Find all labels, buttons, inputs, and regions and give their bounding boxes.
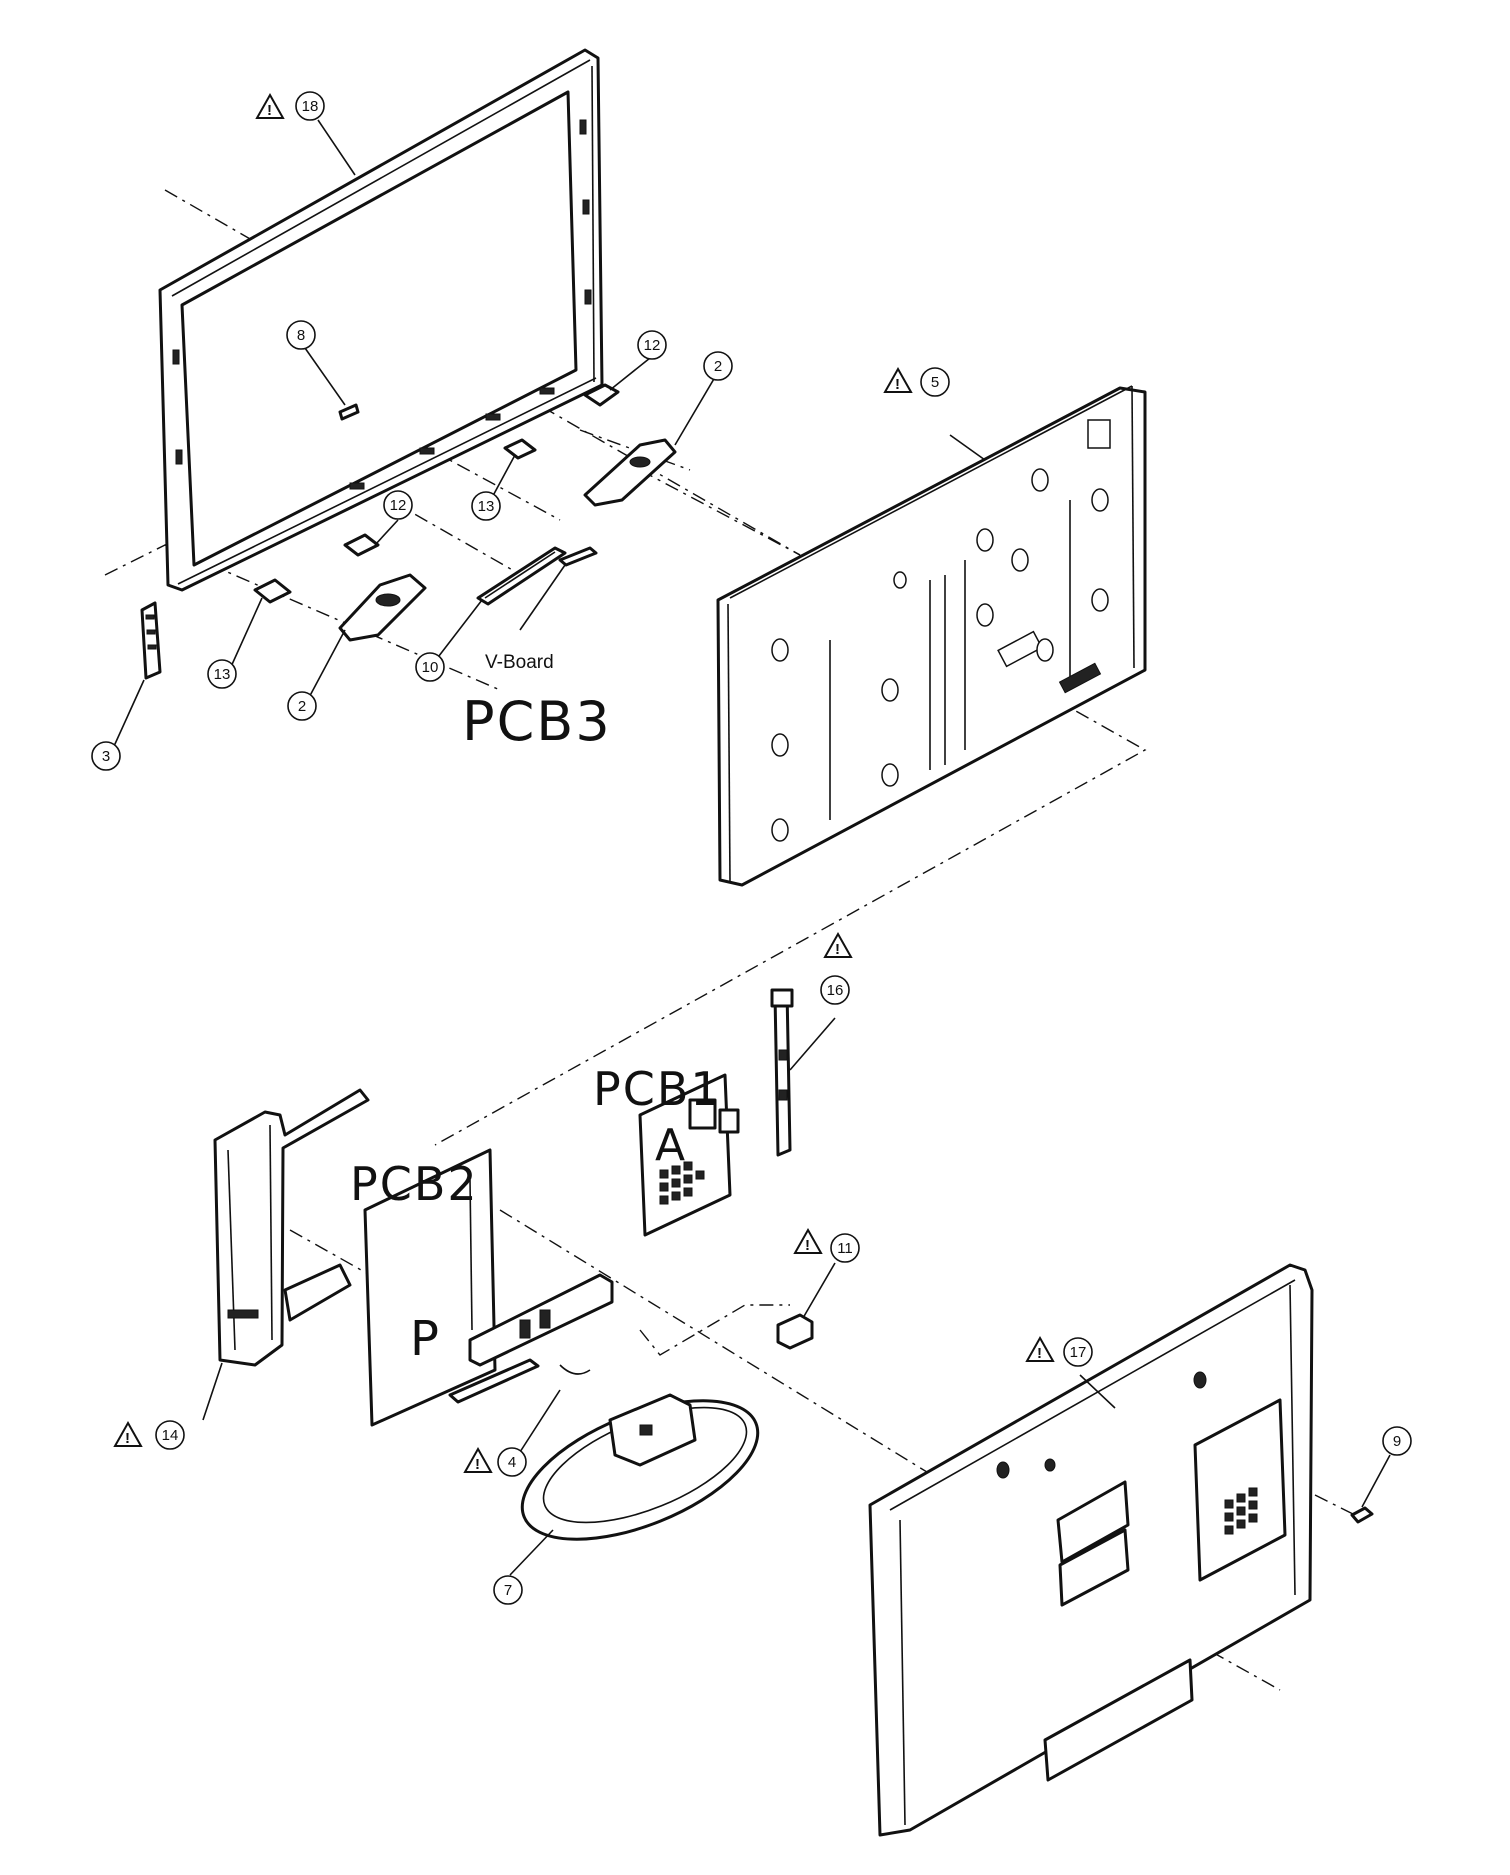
main-board-pcb1: A — [638, 1073, 740, 1237]
warning-symbols: ! ! ! ! ! ! ! — [113, 92, 1055, 1473]
pcb3-label: PCB3 — [462, 690, 612, 753]
front-bezel-part-18 — [158, 48, 604, 592]
callout-11: 11 — [830, 1233, 860, 1263]
bracket-part-13-upper — [503, 438, 537, 460]
svg-text:14: 14 — [162, 1427, 179, 1444]
callout-5: 5 — [920, 367, 950, 397]
back-cover-part-17 — [868, 1263, 1314, 1837]
switch-part-11 — [776, 1313, 814, 1350]
warning-icon: ! — [1025, 1335, 1055, 1362]
svg-text:18: 18 — [302, 98, 319, 115]
knob-part-9 — [1350, 1506, 1374, 1524]
svg-text:8: 8 — [297, 327, 305, 344]
callout-4: 4 — [497, 1447, 527, 1477]
callouts: 18 8 12 2 5 12 13 13 — [91, 91, 1412, 1605]
svg-text:17: 17 — [1070, 1344, 1087, 1361]
pcb2-label: PCB2 — [350, 1157, 479, 1211]
svg-text:9: 9 — [1393, 1433, 1401, 1450]
warning-icon: ! — [823, 931, 853, 958]
svg-text:2: 2 — [714, 358, 722, 375]
pcb2-mark: P — [410, 1311, 441, 1367]
bezel-tabs — [172, 119, 592, 490]
io-bracket-part-16 — [770, 988, 794, 1157]
callout-3: 3 — [91, 741, 121, 771]
bracket-part-12-lower — [343, 533, 380, 557]
svg-text:5: 5 — [931, 374, 939, 391]
svg-text:2: 2 — [298, 698, 306, 715]
callout-7: 7 — [493, 1575, 523, 1605]
callout-12: 12 — [637, 330, 667, 360]
bracket-part-12-upper — [583, 383, 620, 407]
stand-part-7 — [520, 1393, 760, 1541]
callout-13: 13 — [207, 659, 237, 689]
svg-text:12: 12 — [390, 497, 407, 514]
bracket-part-8 — [338, 403, 360, 421]
svg-text:7: 7 — [504, 1582, 512, 1599]
chassis-holes — [771, 468, 1109, 842]
warning-icon: ! — [255, 92, 285, 119]
bracket-part-4 — [448, 1273, 614, 1404]
panel-chassis-part-5 — [716, 385, 1147, 887]
callout-14: 14 — [155, 1420, 185, 1450]
svg-text:!: ! — [125, 1430, 130, 1447]
bracket-part-13-lower — [253, 578, 292, 604]
svg-text:!: ! — [835, 941, 840, 958]
v-board-part-10 — [476, 546, 598, 606]
callout-2: 2 — [287, 691, 317, 721]
svg-text:13: 13 — [214, 666, 231, 683]
side-buttons-part-3 — [140, 601, 162, 680]
callout-18: 18 — [295, 91, 325, 121]
pcb1-chip-grid — [659, 1161, 705, 1205]
callout-10: 10 — [415, 652, 445, 682]
callout-16: 16 — [820, 975, 850, 1005]
svg-text:11: 11 — [837, 1240, 853, 1257]
svg-text:!: ! — [805, 1237, 810, 1254]
callout-2: 2 — [703, 351, 733, 381]
warning-icon: ! — [793, 1227, 823, 1254]
svg-text:!: ! — [895, 376, 900, 393]
leader-lines — [109, 119, 1391, 1576]
warning-icon: ! — [883, 366, 913, 393]
svg-text:10: 10 — [422, 659, 439, 676]
svg-text:!: ! — [1037, 1345, 1042, 1362]
svg-text:4: 4 — [508, 1454, 516, 1471]
svg-text:!: ! — [475, 1456, 480, 1473]
speaker-part-2-lower — [338, 573, 427, 642]
callout-9: 9 — [1382, 1426, 1412, 1456]
callout-8: 8 — [286, 320, 316, 350]
svg-text:13: 13 — [478, 498, 495, 515]
speaker-part-2-upper — [583, 438, 677, 507]
svg-text:12: 12 — [644, 337, 661, 354]
svg-text:!: ! — [267, 102, 272, 119]
svg-text:16: 16 — [827, 982, 844, 999]
pcb1-mark: A — [655, 1120, 687, 1171]
svg-text:3: 3 — [102, 748, 110, 765]
back-cover-vents — [1224, 1487, 1258, 1535]
power-board-pcb2: P — [363, 1148, 497, 1427]
warning-icon: ! — [113, 1420, 143, 1447]
pcb1-label: PCB1 — [593, 1062, 722, 1116]
callout-12: 12 — [383, 490, 413, 520]
warning-icon: ! — [463, 1446, 493, 1473]
callout-13: 13 — [471, 491, 501, 521]
v-board-label: V-Board — [485, 652, 554, 673]
side-frame-part-14 — [213, 1088, 370, 1367]
callout-17: 17 — [1063, 1337, 1093, 1367]
